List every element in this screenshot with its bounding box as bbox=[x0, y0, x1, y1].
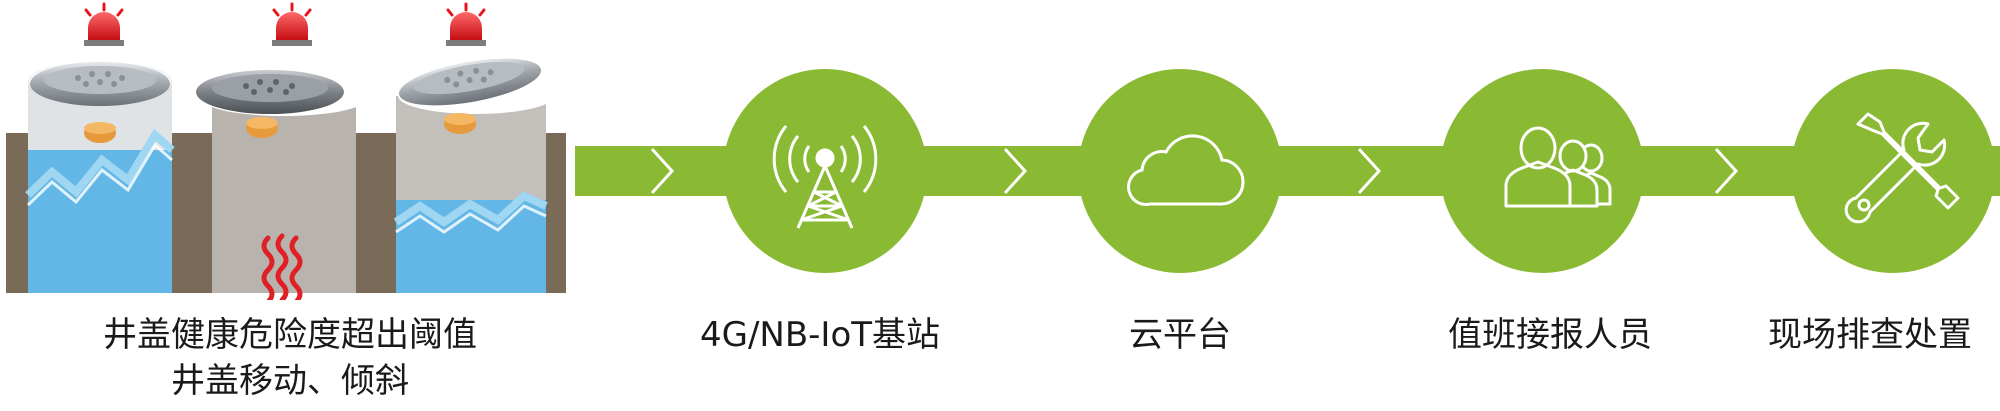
heat-waves bbox=[261, 233, 303, 300]
alarm-light-icon bbox=[446, 2, 486, 46]
step-label-4: 现场排查处置 bbox=[1768, 315, 1972, 355]
step-label-2: 云平台 bbox=[1129, 315, 1231, 355]
step-circle-4 bbox=[1791, 69, 1995, 273]
arrow-icon bbox=[650, 147, 675, 195]
left-caption: 井盖健康危险度超出阈值 井盖移动、倾斜 bbox=[40, 312, 540, 404]
step-circle-1 bbox=[723, 69, 927, 273]
process-flow bbox=[575, 69, 2000, 273]
cloud-icon bbox=[1127, 134, 1245, 206]
left-caption-line2: 井盖移动、倾斜 bbox=[171, 361, 409, 401]
tools-icon bbox=[1844, 112, 1960, 224]
alarm-light-icon bbox=[84, 2, 124, 46]
people-icon bbox=[1504, 126, 1612, 208]
step-label-1: 4G/NB-IoT基站 bbox=[699, 315, 941, 355]
manhole-3 bbox=[393, 58, 554, 293]
flow-arrows bbox=[650, 147, 1739, 195]
arrow-icon bbox=[1714, 147, 1739, 195]
arrow-icon bbox=[1003, 147, 1028, 195]
cell-tower-icon bbox=[772, 125, 878, 229]
step-label-3: 值班接报人员 bbox=[1448, 315, 1652, 355]
alarm-light-icon bbox=[272, 2, 312, 46]
manhole-2 bbox=[196, 70, 364, 300]
manhole-illustration bbox=[6, 2, 566, 300]
step-circle-2 bbox=[1078, 69, 1282, 273]
left-caption-line1: 井盖健康危险度超出阈值 bbox=[103, 315, 477, 355]
manhole-1 bbox=[25, 62, 175, 293]
arrow-icon bbox=[1357, 147, 1382, 195]
